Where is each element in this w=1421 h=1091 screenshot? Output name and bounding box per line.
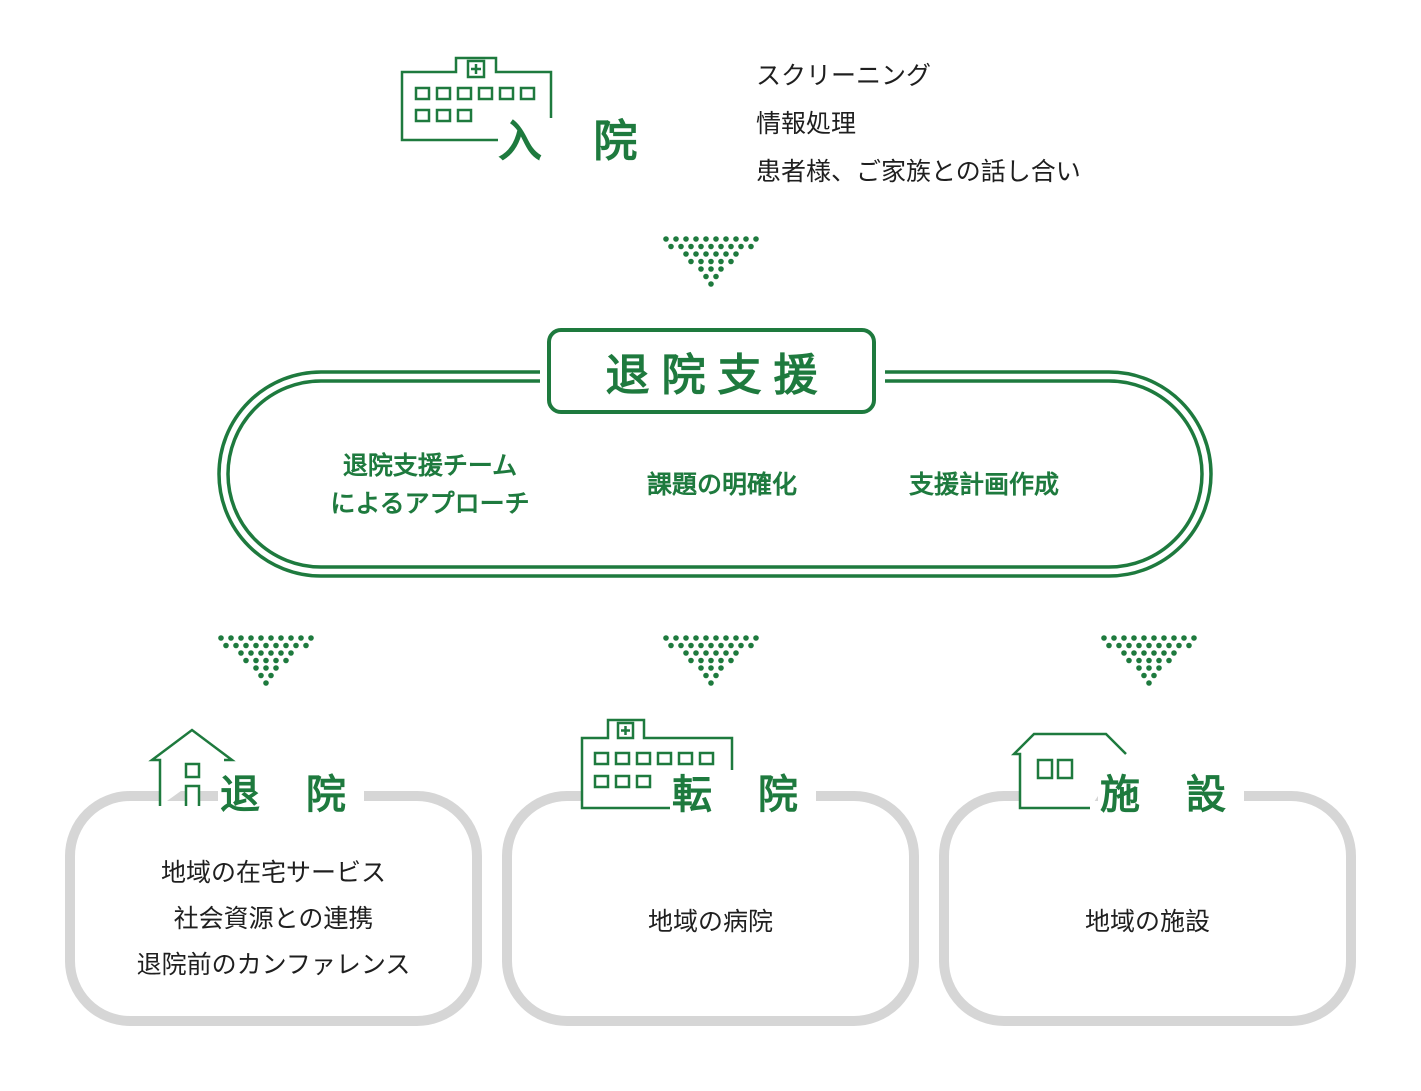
down-arrow-icon (663, 635, 759, 686)
facility-title: 施 設 (1098, 770, 1244, 820)
discharge-home-list: 地域の在宅サービス 社会資源との連携 退院前のカンファレンス (70, 850, 477, 988)
admission-title: 入 院 (498, 116, 656, 167)
list-item: 地域の病院 (647, 907, 773, 936)
list-item: 退院前のカンファレンス (136, 950, 411, 979)
discharge-support-frame (217, 328, 1213, 578)
admission-steps: スクリーニング 情報処理 患者様、ご家族との話し合い (756, 52, 1081, 196)
support-item-line: 退院支援チーム (342, 451, 518, 480)
down-arrow-icon (218, 635, 314, 686)
facility-list: 地域の施設 (944, 899, 1351, 945)
support-item-line: によるアプローチ (330, 489, 530, 518)
list-item: 社会資源との連携 (173, 904, 374, 933)
list-item: 地域の施設 (1084, 907, 1210, 936)
support-item-issues: 課題の明確化 (600, 466, 844, 504)
down-arrow-icon (663, 236, 759, 287)
house-icon (148, 728, 236, 806)
transfer-title: 転 院 (670, 770, 816, 820)
admission-hospital-icon (400, 56, 553, 142)
support-item-plan: 支援計画作成 (862, 466, 1106, 504)
list-item: 地域の在宅サービス (160, 858, 386, 887)
support-item-line: 課題の明確化 (646, 470, 797, 499)
down-arrow-icon (1101, 635, 1197, 686)
support-item-line: 支援計画作成 (908, 470, 1059, 499)
admission-step: 情報処理 (756, 109, 857, 138)
discharge-support-title: 退院支援 (605, 350, 830, 401)
admission-step: スクリーニング (756, 61, 932, 90)
discharge-home-title: 退 院 (218, 770, 364, 820)
support-item-team: 退院支援チーム によるアプローチ (290, 447, 570, 523)
transfer-list: 地域の病院 (507, 899, 914, 945)
admission-step: 患者様、ご家族との話し合い (756, 157, 1081, 186)
